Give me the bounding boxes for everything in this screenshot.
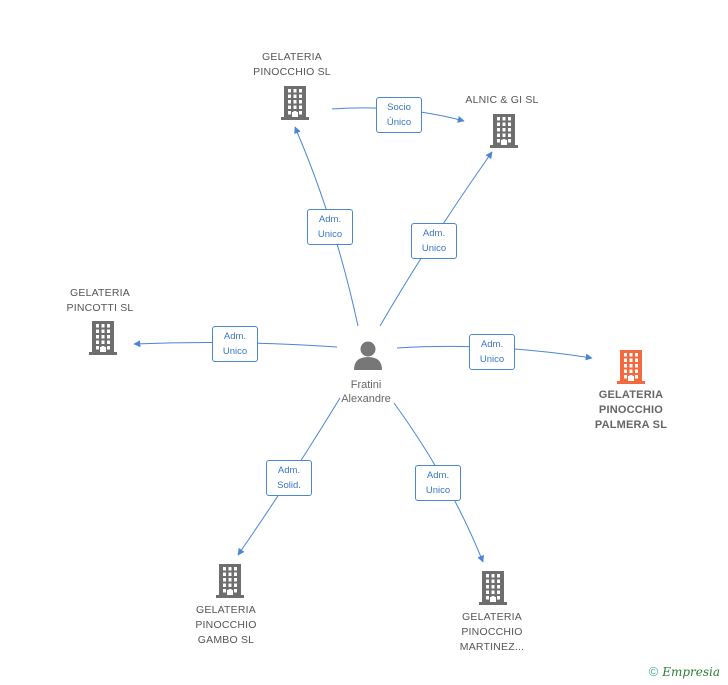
person-icon[interactable]	[354, 341, 382, 371]
edges	[133, 107, 593, 563]
relation-adm-unico-palmera[interactable]: Adm.Unico	[469, 334, 515, 370]
footer-copyright: ©Empresia	[649, 664, 720, 679]
building-icon-gelateria-pinocchio-sl[interactable]	[281, 86, 309, 120]
building-icon-gelateria-pinocchio-palmera-sl[interactable]	[617, 350, 645, 384]
relation-adm-unico-martinez[interactable]: Adm.Unico	[415, 465, 461, 501]
nodes	[89, 86, 645, 605]
relation-adm-unico-alnic[interactable]: Adm.Unico	[411, 223, 457, 259]
relation-adm-unico-pinocchio[interactable]: Adm.Unico	[307, 209, 353, 245]
copyright-icon: ©	[648, 664, 659, 679]
building-icon-alnic-gi-sl[interactable]	[490, 114, 518, 148]
building-icon-gelateria-pinocchio-gambo-sl[interactable]	[216, 564, 244, 598]
building-icon-gelateria-pincotti-sl[interactable]	[89, 321, 117, 355]
company-label-alnic-gi-sl[interactable]: ALNIC & GI SL	[465, 94, 539, 106]
relation-adm-solid-gambo[interactable]: Adm.Solid.	[266, 460, 312, 496]
brand-logo[interactable]: Empresia	[662, 665, 720, 679]
building-icon-gelateria-pinocchio-martinez[interactable]	[479, 571, 507, 605]
relation-adm-unico-pincotti[interactable]: Adm.Unico	[212, 326, 258, 362]
